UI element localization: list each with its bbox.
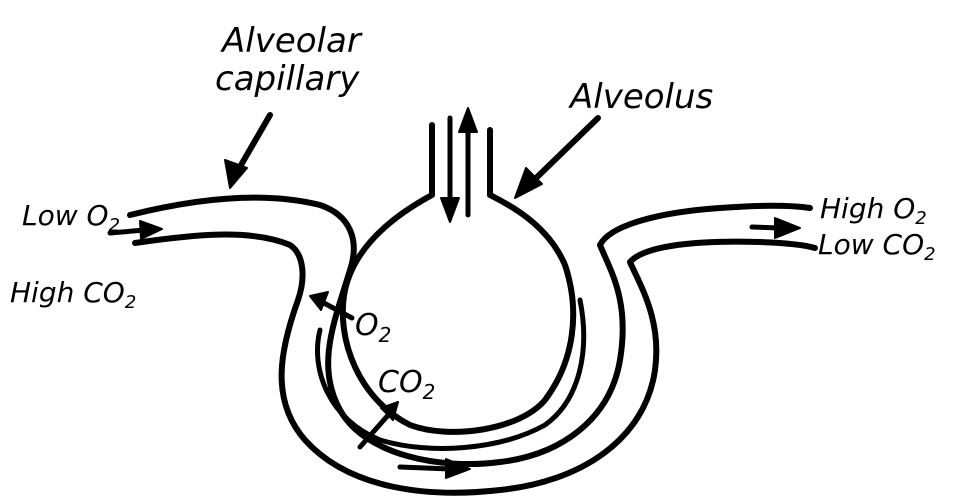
blood-out-arrow xyxy=(749,217,801,239)
alveolus-pointer-arrow xyxy=(514,115,601,199)
capillary-pointer-arrow xyxy=(224,112,273,189)
capillary-inner-wall xyxy=(132,231,818,496)
o2-diffusion-arrow xyxy=(309,291,355,321)
outflow-co2-label: Low CO2 xyxy=(818,228,936,265)
co2-diffusion-arrow xyxy=(357,401,399,450)
capillary-label-line2: capillary xyxy=(215,59,360,99)
blood-in-arrow xyxy=(107,220,163,240)
diffusion-o2-label: O2 xyxy=(355,308,391,347)
inflow-o2-label: Low O2 xyxy=(22,199,120,236)
capillary-label-line1: Alveolar xyxy=(220,21,363,61)
inflow-co2-label: High CO2 xyxy=(10,276,136,313)
airflow-up-arrow xyxy=(458,107,478,218)
diffusion-co2-label: CO2 xyxy=(378,365,435,404)
airflow-down-arrow xyxy=(440,115,460,223)
alveolus-label: Alveolus xyxy=(568,77,713,117)
outflow-o2-label: High O2 xyxy=(820,192,927,229)
capillary-outer-wall xyxy=(127,194,813,467)
membrane-line xyxy=(315,297,587,451)
blood-bottom-arrow xyxy=(397,458,471,479)
